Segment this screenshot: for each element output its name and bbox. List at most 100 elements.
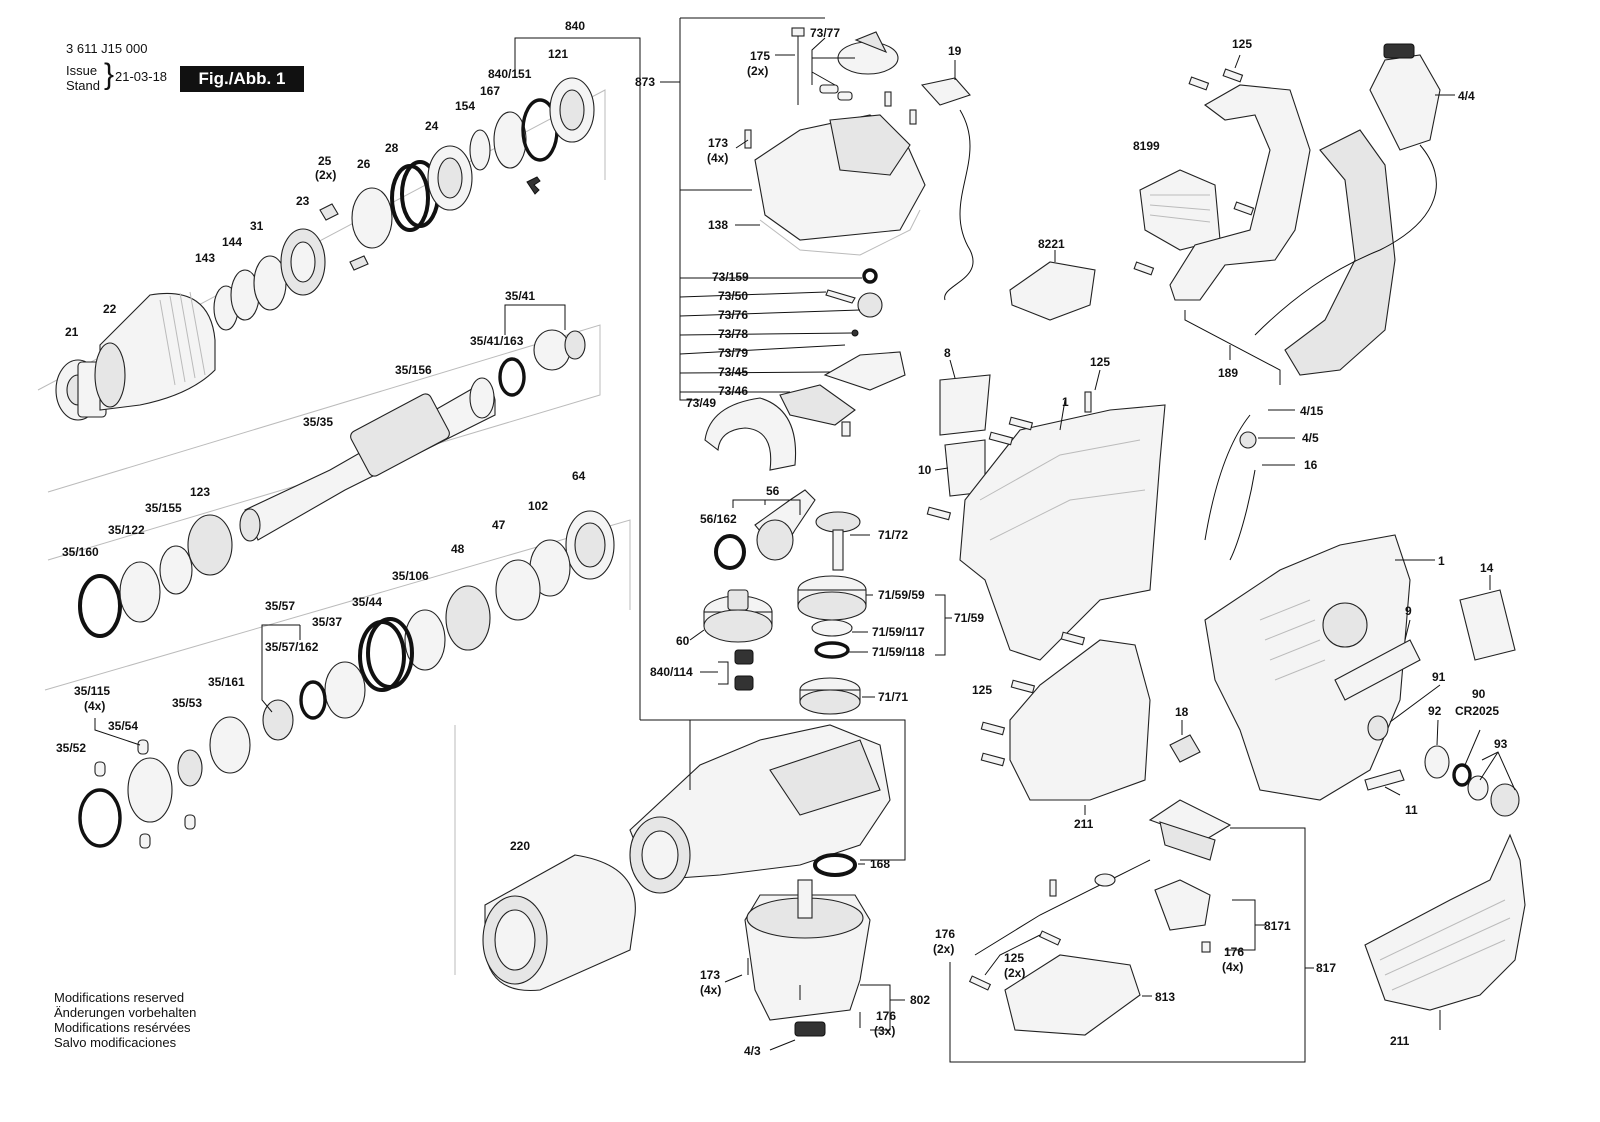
- callout-71-59-117: 71/59/117: [872, 625, 925, 639]
- callout-35-53: 35/53: [172, 696, 202, 710]
- callout-123: 123: [190, 485, 210, 499]
- callout-71-59: 71/59: [954, 611, 984, 625]
- callout-28: 28: [385, 141, 399, 155]
- handle-group: [1009, 43, 1441, 376]
- callout-16: 16: [1304, 458, 1318, 472]
- callout-71-59-59: 71/59/59: [878, 588, 925, 602]
- callout-138: 138: [708, 218, 728, 232]
- callout-125c: 125: [972, 683, 992, 697]
- callout-91: 91: [1432, 670, 1446, 684]
- callout-8199: 8199: [1133, 139, 1160, 153]
- callout-73-79: 73/79: [718, 346, 748, 360]
- callout-817: 817: [1316, 961, 1336, 975]
- callout-71-72: 71/72: [878, 528, 908, 542]
- callout-73-76: 73/76: [718, 308, 748, 322]
- callout-35-155: 35/155: [145, 501, 182, 515]
- callout-18: 18: [1175, 705, 1189, 719]
- callout-47: 47: [492, 518, 506, 532]
- notice-line-fr: Modifications resérvées: [54, 1020, 191, 1035]
- callout-56-162: 56/162: [700, 512, 737, 526]
- callout-35-160: 35/160: [62, 545, 99, 559]
- notice-line-de: Änderungen vorbehalten: [54, 1005, 197, 1020]
- callout-25: 25: [318, 154, 332, 168]
- callout-11: 11: [1405, 803, 1418, 817]
- callout-35-122: 35/122: [108, 523, 145, 537]
- callout-35-41: 35/41: [505, 289, 535, 303]
- callout-92: 92: [1428, 704, 1442, 718]
- callout-121: 121: [548, 47, 568, 61]
- electronics-group: [968, 799, 1526, 1036]
- top-cover-group: [704, 27, 974, 471]
- callout-93: 93: [1494, 737, 1508, 751]
- callout-73-50: 73/50: [718, 289, 748, 303]
- callout-73-46: 73/46: [718, 384, 748, 398]
- notice-line-es: Salvo modificaciones: [54, 1035, 177, 1050]
- issue-date: 21-03-18: [115, 69, 168, 84]
- callout-176b: 176: [935, 927, 955, 941]
- callout-73-78: 73/78: [718, 327, 748, 341]
- callout-56: 56: [766, 484, 780, 498]
- brace-glyph: }: [104, 58, 115, 91]
- callout-176a-qty: (3x): [874, 1024, 895, 1038]
- callout-173b-qty: (4x): [700, 983, 721, 997]
- callout-840-151: 840/151: [488, 67, 532, 81]
- stand-label: Stand: [66, 78, 100, 93]
- callout-26: 26: [357, 157, 371, 171]
- callout-840-114: 840/114: [650, 665, 693, 679]
- callout-102: 102: [528, 499, 548, 513]
- callout-35-161: 35/161: [208, 675, 245, 689]
- callout-176c-qty: (4x): [1222, 960, 1243, 974]
- callout-175-qty: (2x): [747, 64, 768, 78]
- callout-35-44: 35/44: [352, 595, 382, 609]
- callout-168: 168: [870, 857, 890, 871]
- callout-189: 189: [1218, 366, 1238, 380]
- modifications-notice: Modifications reserved Änderungen vorbeh…: [54, 990, 196, 1050]
- gear-housing: [482, 724, 891, 992]
- callout-173b: 173: [700, 968, 720, 982]
- callout-840: 840: [565, 19, 585, 33]
- callout-21: 21: [65, 325, 79, 339]
- callout-176c: 176: [1224, 945, 1244, 959]
- callout-176b-qty: (2x): [933, 942, 954, 956]
- callout-9: 9: [1405, 604, 1412, 618]
- callout-4-5: 4/5: [1302, 431, 1319, 445]
- callout-24: 24: [425, 119, 439, 133]
- figure-label: Fig./Abb. 1: [180, 66, 304, 92]
- callout-211b: 211: [1390, 1034, 1410, 1048]
- chuck-assembly: [55, 77, 595, 421]
- callout-176a: 176: [876, 1009, 896, 1023]
- callout-1b: 1: [1438, 554, 1445, 568]
- callout-71-59-118: 71/59/118: [872, 645, 925, 659]
- callout-220: 220: [510, 839, 530, 853]
- callout-73-159: 73/159: [712, 270, 749, 284]
- callout-125b: 125: [1090, 355, 1110, 369]
- callout-8221: 8221: [1038, 237, 1065, 251]
- notice-line-en: Modifications reserved: [54, 990, 185, 1005]
- callout-35-52: 35/52: [56, 741, 86, 755]
- callout-73-45: 73/45: [718, 365, 748, 379]
- callout-23: 23: [296, 194, 310, 208]
- callout-48: 48: [451, 542, 465, 556]
- callout-4-4: 4/4: [1458, 89, 1475, 103]
- callout-35-35: 35/35: [303, 415, 333, 429]
- spindle-assembly: [78, 329, 615, 849]
- callout-4-15: 4/15: [1300, 404, 1324, 418]
- callout-35-37: 35/37: [312, 615, 342, 629]
- callout-125d-qty: (2x): [1004, 966, 1025, 980]
- callout-35-57: 35/57: [265, 599, 295, 613]
- callout-125a: 125: [1232, 37, 1252, 51]
- callout-60: 60: [676, 634, 690, 648]
- callout-35-54: 35/54: [108, 719, 138, 733]
- callout-873: 873: [635, 75, 655, 89]
- callout-35-115: 35/115: [74, 684, 110, 698]
- callout-4-3: 4/3: [744, 1044, 761, 1058]
- doc-number: 3 611 J15 000: [66, 41, 148, 56]
- callout-22: 22: [103, 302, 117, 316]
- callout-8: 8: [944, 346, 951, 360]
- callout-25-qty: (2x): [315, 168, 336, 182]
- callout-64: 64: [572, 469, 586, 483]
- callout-1a: 1: [1062, 395, 1069, 409]
- callout-175: 175: [750, 49, 770, 63]
- callout-173a-qty: (4x): [707, 151, 728, 165]
